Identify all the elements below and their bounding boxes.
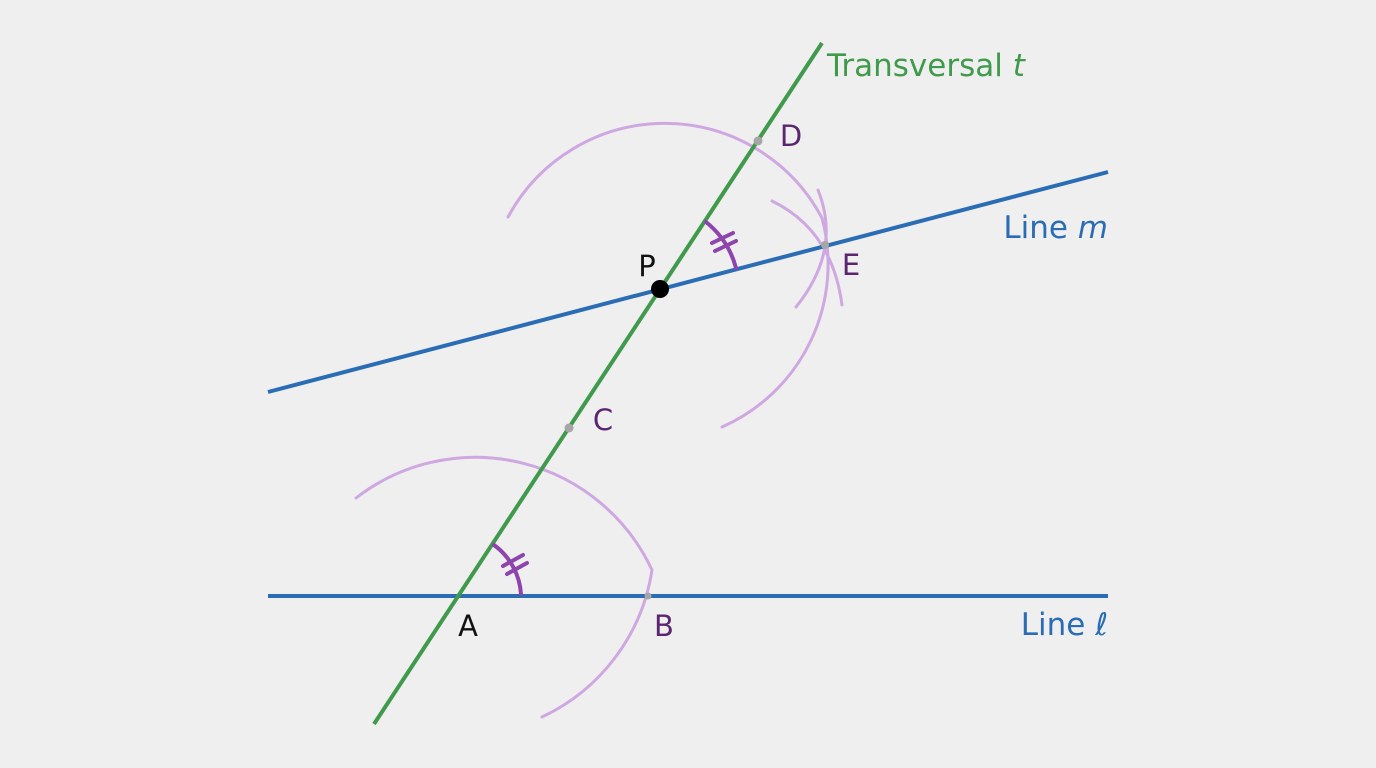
angle-marks (492, 220, 738, 596)
point-P-marker (651, 280, 669, 298)
arc-at-E-through-C-D-distance-2 (794, 188, 828, 309)
angle-tick-P-1 (710, 231, 735, 245)
transversal-label: Transversal t (826, 48, 1027, 84)
line-l-label-prefix: Line (1021, 607, 1095, 643)
transversal-t (372, 41, 824, 726)
angle-mark-A (492, 543, 523, 596)
point-label-D: D (780, 119, 802, 153)
line-l-label: Line ℓ (1021, 607, 1108, 643)
line-m-label-var: m (1078, 210, 1108, 246)
transversal-label-var: t (1013, 48, 1027, 84)
arc-centered-P (506, 121, 830, 429)
intersection-dot-B (644, 592, 652, 600)
angle-tick-P-2 (713, 239, 738, 253)
point-label-P: P (638, 249, 656, 283)
point-label-B: B (654, 609, 674, 643)
arc-at-E-through-C-D-distance (770, 199, 844, 307)
point-label-E: E (842, 248, 860, 282)
angle-tick-A-1 (501, 553, 525, 568)
line-m-label-prefix: Line (1003, 210, 1077, 246)
angle-tick-A-2 (505, 561, 529, 576)
line-m-label: Line m (1003, 210, 1108, 246)
line-m (267, 170, 1109, 394)
intersection-dot-D (753, 136, 763, 146)
intersection-dot-C (564, 423, 574, 433)
construction-arcs (354, 121, 844, 719)
intersection-dot-E (821, 241, 829, 249)
point-label-A: A (458, 609, 478, 643)
transversal-label-prefix: Transversal (826, 48, 1013, 84)
angle-mark-P (704, 220, 738, 270)
arc-centered-A (354, 455, 654, 719)
line-l-label-var: ℓ (1094, 607, 1108, 643)
point-label-C: C (593, 403, 613, 437)
